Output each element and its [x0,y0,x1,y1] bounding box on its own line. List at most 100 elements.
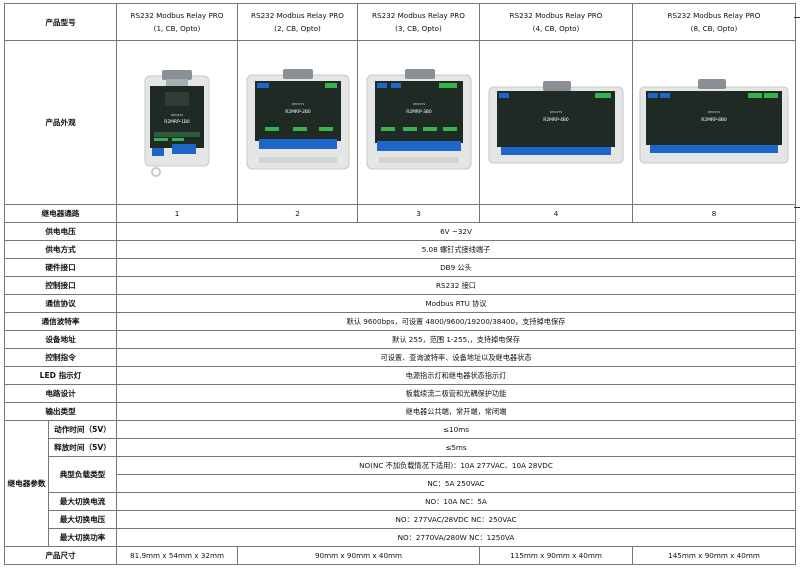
value-max-current: NO：10A NC：5A [116,492,796,511]
label-release-time: 释放时间（5V） [48,438,117,457]
model-cell-2: RS232 Modbus Relay PRO (2, CB, Opto) [237,3,358,41]
model-cell-3: RS232 Modbus Relay PRO (3, CB, Opto) [357,3,480,41]
product-image-4: RHOSTS R2MRP-4B0 [479,40,633,205]
module-label-2: R2MRP-2B0 [285,109,311,115]
label-max-current: 最大切换电流 [48,492,117,511]
label-hw-interface: 硬件接口 [4,258,117,277]
model-variant-2: (2, CB, Opto) [274,24,321,33]
value-typical-load-2: NC：5A 250VAC [116,474,796,493]
size-4: 115mm x 90mm x 40mm [479,546,633,565]
row-ctrl-interface: 控制接口 RS232 接口 [4,276,796,295]
module-brand-2: RHOSTS [291,102,303,106]
label-typical-load: 典型负载类型 [48,456,117,493]
module-brand-8: RHOSTS [708,110,720,114]
model-name-2: RS232 Modbus Relay PRO [251,11,344,20]
model-variant-3: (3, CB, Opto) [395,24,442,33]
row-release-time: 释放时间（5V） ≤5ms [5,438,796,457]
channels-2: 2 [237,204,358,223]
row-power-method: 供电方式 5.08 螺钉式接线端子 [4,240,796,259]
row-typical-load-2: NC：5A 250VAC [5,474,796,493]
spec-table: 产品型号 RS232 Modbus Relay PRO (1, CB, Opto)… [4,3,796,565]
label-voltage: 供电电压 [4,222,117,241]
model-variant-1: (1, CB, Opto) [153,24,201,33]
relay-3ch-image: RHOSTS R2MRP-3B0 [366,68,471,169]
module-label-3: R2MRP-3B0 [406,109,432,115]
model-name-4: RS232 Modbus Relay PRO [509,11,603,20]
row-appearance: 产品外观 RHOSTS R2MRP-1B0 [4,40,796,205]
model-cell-8: RS232 Modbus Relay PRO (8, CB, Opto) [632,3,796,41]
row-max-voltage: 最大切换电压 NO：277VAC/28VDC NC：250VAC [5,510,796,529]
label-size: 产品尺寸 [4,546,117,565]
model-name-1: RS232 Modbus Relay PRO [130,11,224,20]
value-typical-load-1: NO(NC 不加负载情况下适用)：10A 277VAC、10A 28VDC [116,456,796,475]
value-release-time: ≤5ms [116,438,796,457]
relay-1ch-image: RHOSTS R2MRP-1B0 [144,69,210,177]
row-action-time: 继电器参数 动作时间（5V） ≤10ms [4,420,796,547]
label-output: 输出类型 [4,402,117,421]
value-max-voltage: NO：277VAC/28VDC NC：250VAC [116,510,796,529]
row-baud: 通信波特率 默认 9600bps，可设置 4800/9600/19200/384… [4,312,796,331]
row-led: LED 指示灯 电源指示灯和继电器状态指示灯 [4,366,796,385]
size-8: 145mm x 90mm x 40mm [632,546,796,565]
channels-3: 3 [357,204,480,223]
label-channels: 继电器通路 [4,204,117,223]
row-hw-interface: 硬件接口 DB9 公头 [4,258,796,277]
row-circuit: 电路设计 板载续流二极管和光耦保护功能 [4,384,796,403]
label-commands: 控制指令 [4,348,117,367]
value-protocol: Modbus RTU 协议 [116,294,796,313]
label-led: LED 指示灯 [4,366,117,385]
margin-mark-top [794,17,800,18]
value-output: 继电器公共端，常开端，常闭端 [116,402,796,421]
channels-1: 1 [116,204,238,223]
module-brand-3: RHOSTS [412,102,424,106]
value-voltage: 6V ~32V [116,222,796,241]
product-image-8: RHOSTS R2MRP-8B0 [632,40,796,205]
row-channels: 继电器通路 1 2 3 4 8 [4,204,796,223]
model-name-3: RS232 Modbus Relay PRO [372,11,465,20]
row-max-current: 最大切换电流 NO：10A NC：5A [5,492,796,511]
margin-mark-bottom [794,207,800,208]
relay-2ch-image: RHOSTS R2MRP-2B0 [246,68,349,169]
label-model: 产品型号 [4,3,117,41]
model-variant-8: (8, CB, Opto) [690,24,738,33]
label-circuit: 电路设计 [4,384,117,403]
product-image-1: RHOSTS R2MRP-1B0 [116,40,238,205]
row-output: 输出类型 继电器公共端，常开端，常闭端 [4,402,796,421]
label-baud: 通信波特率 [4,312,117,331]
value-ctrl-interface: RS232 接口 [116,276,796,295]
model-cell-1: RS232 Modbus Relay PRO (1, CB, Opto) [116,3,238,41]
size-2-3: 90mm x 90mm x 40mm [237,546,480,565]
value-circuit: 板载续流二极管和光耦保护功能 [116,384,796,403]
module-label-1: R2MRP-1B0 [164,119,190,125]
row-typical-load-1: 典型负载类型 NO(NC 不加负载情况下适用)：10A 277VAC、10A 2… [5,456,796,493]
product-image-3: RHOSTS R2MRP-3B0 [357,40,480,205]
value-action-time: ≤10ms [116,420,796,439]
row-size: 产品尺寸 81.9mm x 54mm x 32mm 90mm x 90mm x … [4,546,796,565]
channels-8: 8 [632,204,796,223]
label-max-power: 最大切换功率 [48,528,117,547]
row-protocol: 通信协议 Modbus RTU 协议 [4,294,796,313]
value-led: 电源指示灯和继电器状态指示灯 [116,366,796,385]
value-power-method: 5.08 螺钉式接线端子 [116,240,796,259]
value-max-power: NO：2770VA/280W NC：1250VA [116,528,796,547]
value-commands: 可设置、查询波特率、设备地址以及继电器状态 [116,348,796,367]
label-action-time: 动作时间（5V） [48,420,117,439]
label-power-method: 供电方式 [4,240,117,259]
row-commands: 控制指令 可设置、查询波特率、设备地址以及继电器状态 [4,348,796,367]
label-address: 设备地址 [4,330,117,349]
size-1: 81.9mm x 54mm x 32mm [116,546,238,565]
row-max-power: 最大切换功率 NO：2770VA/280W NC：1250VA [5,528,796,547]
model-variant-4: (4, CB, Opto) [532,24,580,33]
label-max-voltage: 最大切换电压 [48,510,117,529]
label-relay-params: 继电器参数 [4,420,49,547]
model-name-8: RS232 Modbus Relay PRO [667,11,761,20]
row-model: 产品型号 RS232 Modbus Relay PRO (1, CB, Opto)… [4,3,796,41]
row-address: 设备地址 默认 255，范围 1-255,，支持掉电保存 [4,330,796,349]
module-brand-4: RHOSTS [550,110,562,114]
relay-8ch-image: RHOSTS R2MRP-8B0 [639,78,789,163]
relay-4ch-image: RHOSTS R2MRP-4B0 [488,80,624,163]
value-hw-interface: DB9 公头 [116,258,796,277]
product-image-2: RHOSTS R2MRP-2B0 [237,40,358,205]
label-appearance: 产品外观 [4,40,117,205]
label-protocol: 通信协议 [4,294,117,313]
